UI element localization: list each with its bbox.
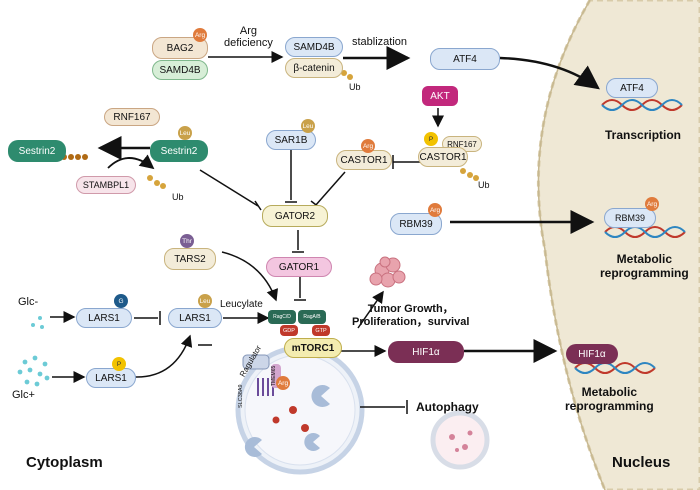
- castor1-right-protein: CASTOR1: [418, 147, 468, 167]
- slc38a9-label: SLC38A9: [238, 384, 244, 408]
- tumor-icon: [369, 256, 406, 288]
- cytoplasm-label: Cytoplasm: [26, 454, 103, 471]
- gator1-complex: GATOR1: [266, 257, 332, 277]
- hif1a-nuc-protein: HIF1α: [566, 344, 618, 364]
- rbm39-nuc-protein: RBM39: [604, 208, 656, 228]
- samd4b-right-protein: SAMD4B: [285, 37, 343, 57]
- lars1-g-protein: LARS1: [76, 308, 132, 328]
- ub-label-2: Ub: [172, 192, 184, 202]
- stambpl1-protein: STAMBPL1: [76, 176, 136, 194]
- lars1-p-protein: LARS1: [86, 368, 136, 388]
- tumor-growth-label: Tumor Growth， Proliferation，survival: [352, 303, 470, 328]
- arg-deficiency-label: Arg deficiency: [224, 25, 273, 49]
- tars2-protein: TARS2: [164, 248, 216, 270]
- castor1-left-protein: CASTOR1: [336, 150, 392, 170]
- atf4-nuc-protein: ATF4: [606, 78, 658, 98]
- rnf167-top-protein: RNF167: [104, 108, 160, 126]
- ragab-protein: RagA/B: [298, 310, 326, 324]
- lars1-leu-protein: LARS1: [168, 308, 222, 328]
- glc-minus-label: Glc-: [18, 296, 39, 308]
- arg-badge: Arg: [193, 28, 207, 42]
- arg-badge: Arg: [361, 139, 375, 153]
- leu-badge: Leu: [178, 126, 192, 140]
- atf4-cyto-protein: ATF4: [430, 48, 500, 70]
- phospho-badge: P: [424, 132, 438, 146]
- ragcd-protein: RagC/D: [268, 310, 296, 324]
- phospho-badge: P: [112, 357, 126, 371]
- gator2-complex: GATOR2: [262, 205, 328, 227]
- metabolic-label-2: Metabolic reprogramming: [565, 385, 654, 413]
- mtorc1-complex: mTORC1: [284, 338, 342, 358]
- hif1a-protein: HIF1α: [388, 341, 464, 363]
- thr-badge: Thr: [180, 234, 194, 248]
- leu-badge: Leu: [198, 294, 212, 308]
- gtp-tag: GTP: [312, 325, 330, 336]
- stabilization-label: stablization: [352, 36, 408, 48]
- leu-badge: Leu: [301, 119, 315, 133]
- ubiquitin-chain-sestrin: [61, 154, 88, 160]
- transcription-label: Transcription: [605, 128, 682, 142]
- samd4b-left-protein: SAMD4B: [152, 60, 208, 80]
- metabolic-label-1: Metabolic reprogramming: [600, 252, 689, 280]
- arg-badge: Arg: [645, 197, 659, 211]
- pathway-arrows: [50, 46, 600, 414]
- gdp-tag: GDP: [280, 325, 298, 336]
- sar1b-protein: SAR1B: [266, 130, 316, 150]
- autophagosome-icon: [430, 410, 490, 470]
- g-badge: G: [114, 294, 128, 308]
- nucleus-region: [536, 0, 700, 490]
- nucleus-label: Nucleus: [612, 454, 671, 471]
- glucose-dots: [17, 316, 50, 387]
- sestrin2-right-protein: Sestrin2: [150, 140, 208, 162]
- leucylate-label: Leucylate: [220, 299, 263, 310]
- beta-catenin-protein: β-catenin: [285, 58, 343, 78]
- rbm39-protein: RBM39: [390, 213, 442, 235]
- glc-plus-label: Glc+: [12, 389, 35, 401]
- arg-badge: Arg: [276, 376, 290, 390]
- ub-label-1: Ub: [349, 82, 361, 92]
- akt-protein: AKT: [422, 86, 458, 106]
- autophagy-label: Autophagy: [416, 400, 479, 414]
- ub-label-3: Ub: [478, 180, 490, 190]
- arg-badge: Arg: [428, 203, 442, 217]
- bag2-protein: BAG2: [152, 37, 208, 59]
- sestrin2-left-protein: Sestrin2: [8, 140, 66, 162]
